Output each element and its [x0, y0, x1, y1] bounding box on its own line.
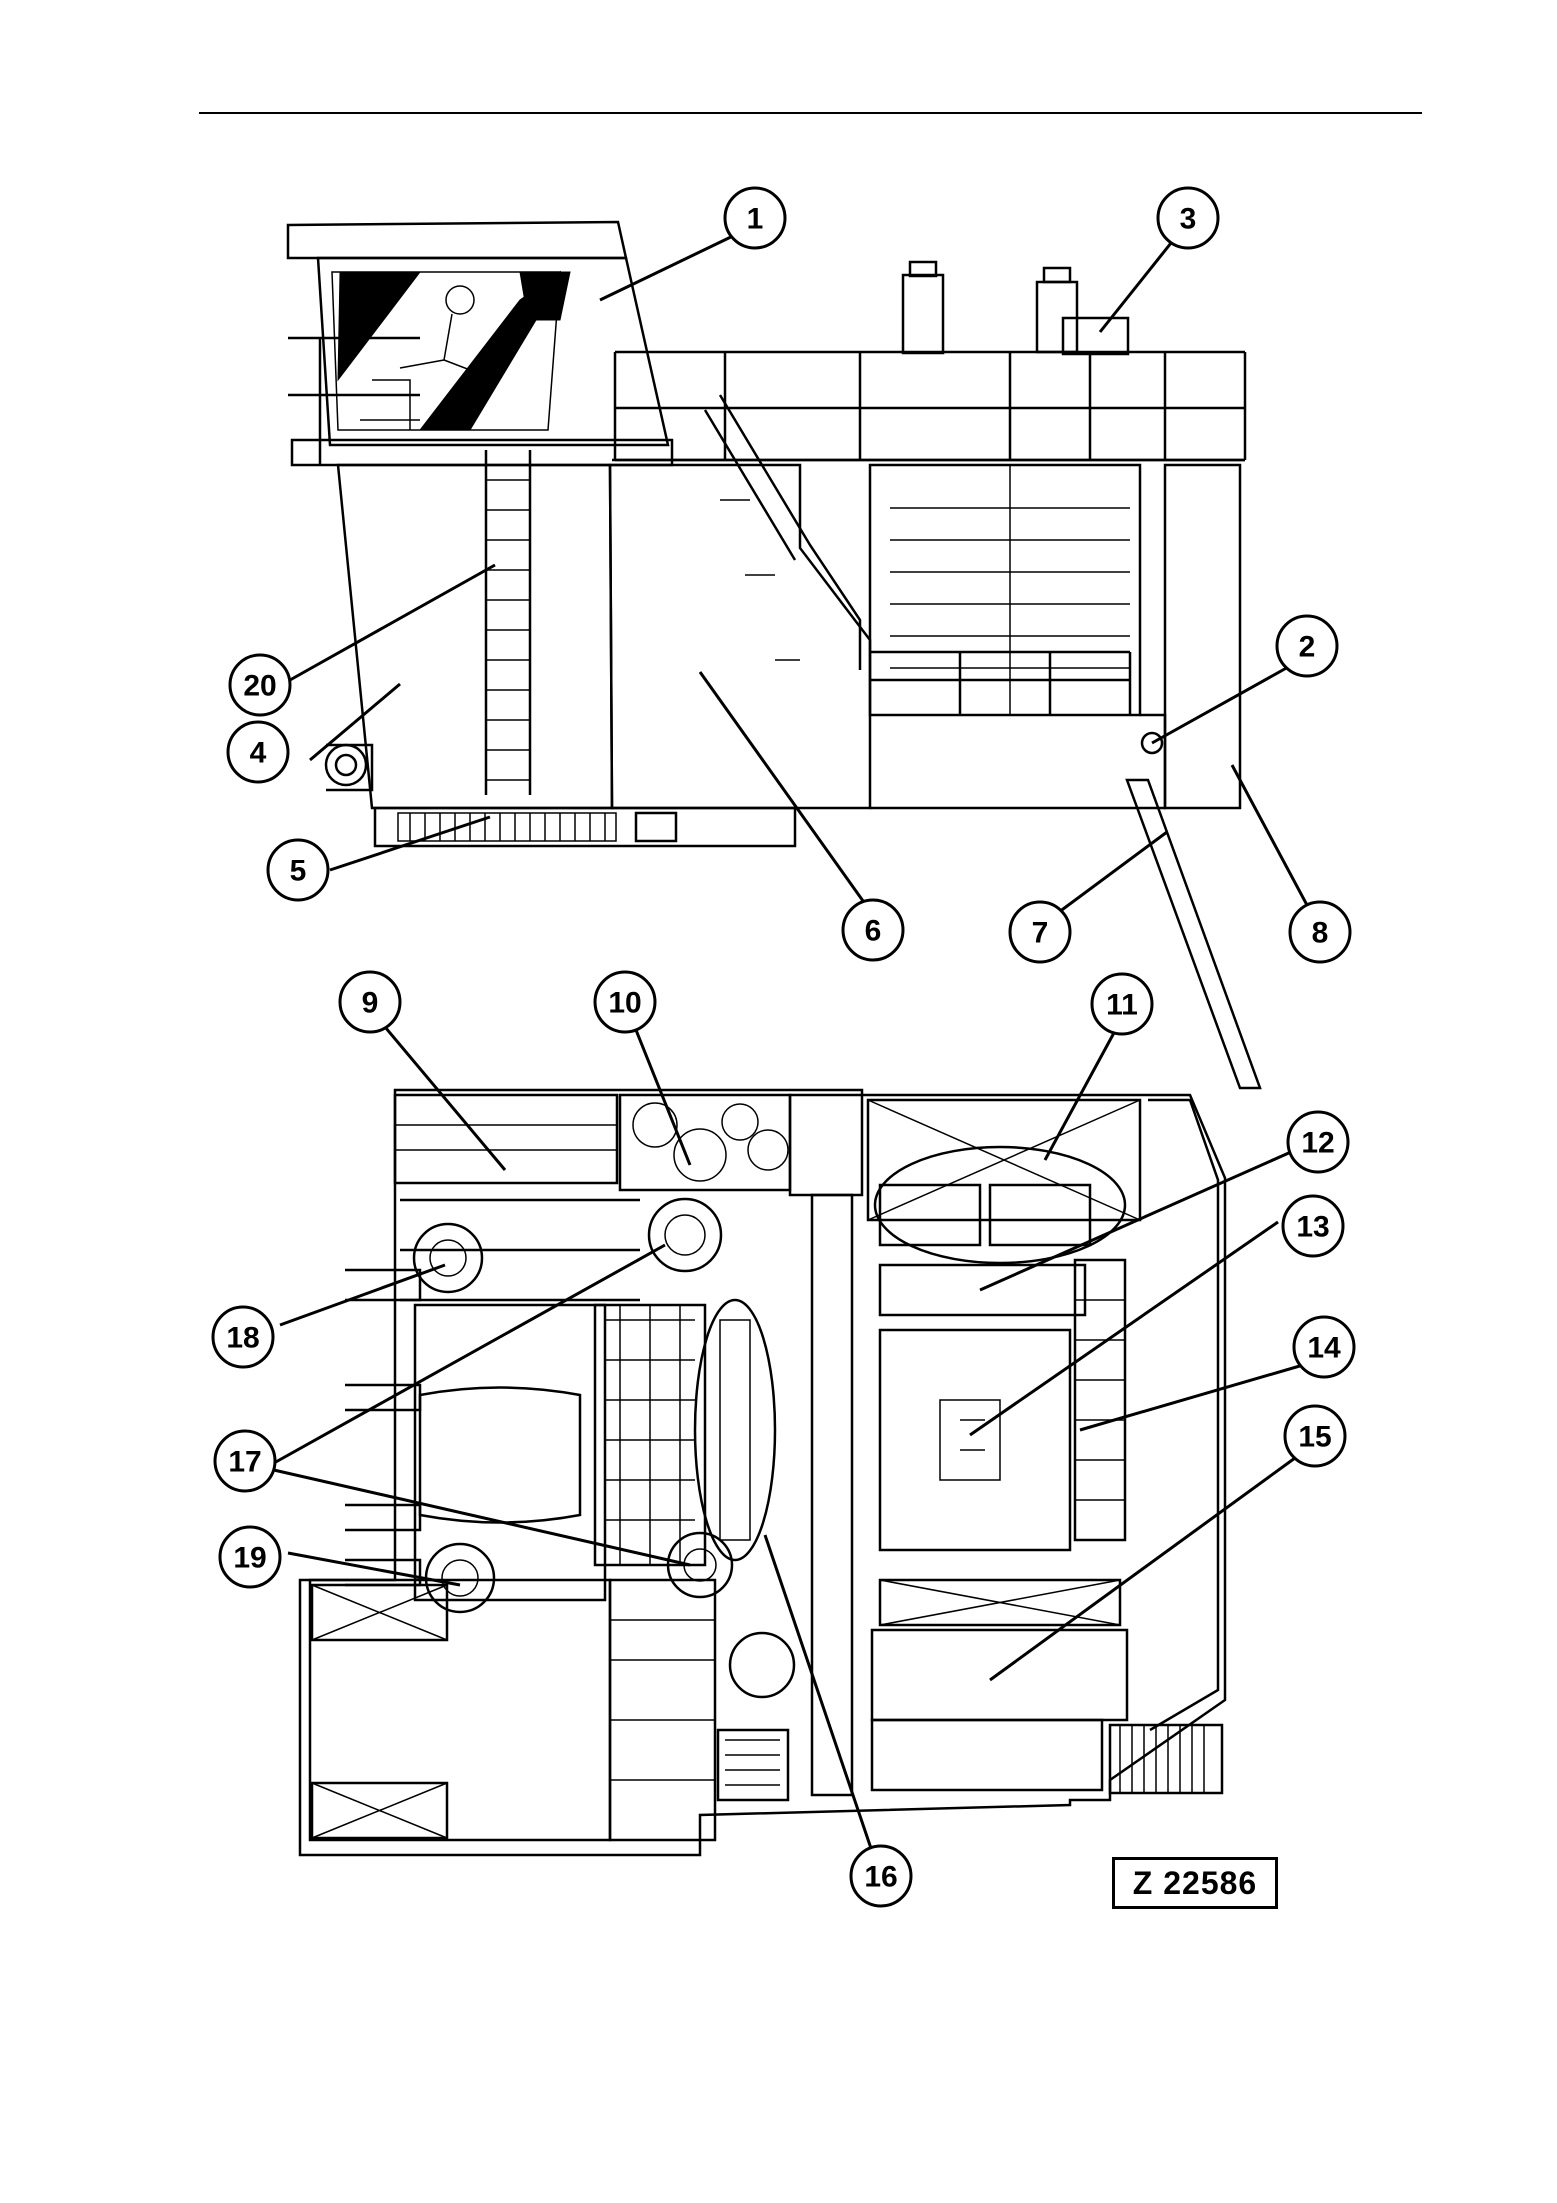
frame-13	[880, 1330, 1070, 1550]
stairway	[705, 395, 860, 670]
boom-mount	[345, 1270, 605, 1600]
callout-13: 13	[1283, 1196, 1343, 1256]
counterweight	[1165, 465, 1240, 808]
callout-10: 10	[595, 972, 655, 1032]
callout-18: 18	[213, 1307, 273, 1367]
central-spine	[812, 1195, 852, 1795]
hose-bundle-16	[695, 1300, 775, 1560]
callout-7: 7	[1010, 902, 1070, 962]
top-view	[300, 1090, 1225, 1855]
ventilation-grille-icon	[1110, 1725, 1222, 1793]
figure-id-label: Z 22586	[1112, 1857, 1278, 1909]
svg-text:5: 5	[290, 855, 307, 888]
svg-text:15: 15	[1298, 1421, 1331, 1454]
callout-17: 17	[215, 1431, 275, 1491]
side-view	[288, 222, 1260, 1088]
air-filter-box	[1063, 318, 1128, 354]
swing-motor-18	[414, 1224, 482, 1292]
callout-6: 6	[843, 900, 903, 960]
tank-9	[395, 1095, 617, 1183]
svg-text:16: 16	[864, 1861, 897, 1894]
callout-4: 4	[228, 722, 288, 782]
tank-15	[872, 1630, 1127, 1720]
callout-11: 11	[1092, 974, 1152, 1034]
callout-20: 20	[230, 655, 290, 715]
svg-text:6: 6	[865, 915, 882, 948]
svg-text:4: 4	[250, 737, 267, 770]
callout-9: 9	[340, 972, 400, 1032]
svg-text:17: 17	[228, 1446, 261, 1479]
exhaust-stack-1	[903, 275, 943, 353]
cooler-block	[870, 465, 1140, 715]
callout-19: 19	[220, 1527, 280, 1587]
callout-15: 15	[1285, 1406, 1345, 1466]
callout-12: 12	[1288, 1112, 1348, 1172]
window-shade-left	[338, 272, 420, 380]
central-housing	[610, 465, 870, 808]
svg-text:9: 9	[362, 987, 379, 1020]
svg-text:8: 8	[1312, 917, 1329, 950]
svg-text:14: 14	[1307, 1332, 1341, 1365]
boom-pivot	[326, 745, 366, 785]
swing-motor-19	[426, 1544, 494, 1612]
svg-text:1: 1	[747, 203, 764, 236]
svg-text:3: 3	[1180, 203, 1197, 236]
pump-panel-10	[620, 1095, 790, 1190]
swing-motor-17a	[649, 1199, 721, 1271]
cab-roof	[288, 222, 626, 258]
filter-rack-14	[1075, 1260, 1125, 1540]
callout-16: 16	[851, 1846, 911, 1906]
callout-3: 3	[1158, 188, 1218, 248]
front-housing	[338, 465, 612, 808]
callout-1: 1	[725, 188, 785, 248]
ladder-icon	[486, 450, 530, 795]
valve-blocks	[595, 1305, 705, 1565]
svg-text:11: 11	[1106, 989, 1138, 1022]
svg-text:12: 12	[1301, 1127, 1334, 1160]
svg-text:18: 18	[226, 1322, 259, 1355]
access-ladder	[1127, 780, 1260, 1088]
window-shade-right	[520, 272, 570, 320]
svg-text:10: 10	[608, 987, 641, 1020]
callout-8: 8	[1290, 902, 1350, 962]
callout-2: 2	[1277, 616, 1337, 676]
callout-14: 14	[1294, 1317, 1354, 1377]
svg-text:7: 7	[1032, 917, 1049, 950]
svg-text:19: 19	[233, 1542, 266, 1575]
platform-railing	[615, 352, 1245, 460]
svg-text:2: 2	[1299, 631, 1316, 664]
svg-text:20: 20	[243, 670, 276, 703]
svg-text:13: 13	[1296, 1211, 1329, 1244]
callout-5: 5	[268, 840, 328, 900]
